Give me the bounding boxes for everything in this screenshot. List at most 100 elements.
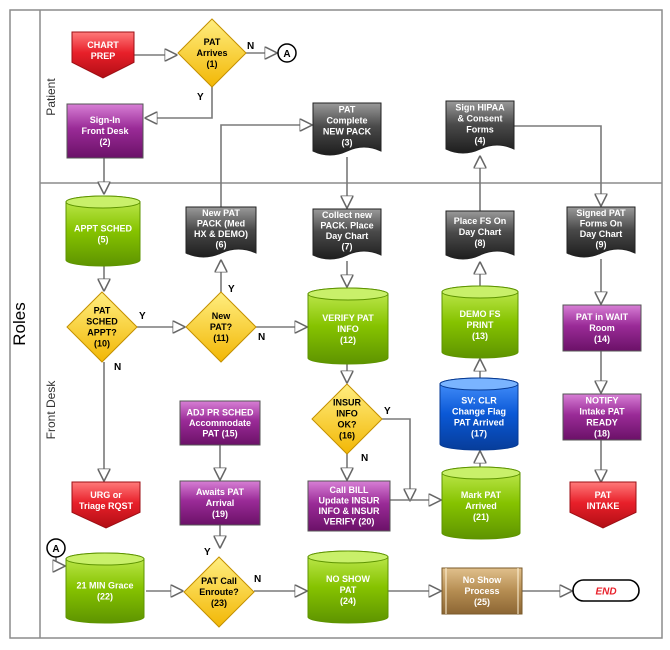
branch-label-no: N [258, 332, 265, 343]
branch-label-no: N [361, 453, 368, 464]
node-n6-line: PACK (Med [197, 219, 245, 229]
node-n6-line: New PAT [202, 208, 240, 218]
node-n8-line: Day Chart [459, 227, 502, 237]
node-n18-line: Intake PAT [579, 407, 625, 417]
node-n12-line: (12) [340, 335, 356, 345]
node-n24-line: PAT [340, 585, 357, 595]
end-terminator: END [572, 579, 640, 602]
connector-arrow [146, 87, 213, 118]
node-n19-line: Arrival [206, 498, 235, 508]
node-n14-line: PAT in WAIT [576, 312, 629, 322]
node-n22-line: (22) [97, 592, 113, 602]
node-n13-line: (13) [472, 331, 488, 341]
branch-label-no: N [114, 362, 121, 373]
branch-label-yes: Y [197, 92, 204, 103]
node-n9-line: Day Chart [580, 229, 623, 239]
node-n15-line: ADJ PR SCHED [186, 407, 254, 417]
node-pat-intake-line: INTAKE [587, 501, 620, 511]
end-label: END [595, 587, 616, 598]
node-n2-line: Front Desk [81, 126, 129, 136]
node-n15-line: Accommodate [189, 418, 251, 428]
node-n21-line: Arrived [465, 501, 497, 511]
node-n11-line: PAT? [210, 322, 232, 332]
node-n10-line: PAT [94, 306, 111, 316]
connector-a-bottom: A [46, 538, 66, 558]
node-n4-line: & Consent [458, 114, 503, 124]
branch-label-yes: Y [139, 311, 146, 322]
node-n5: APPT SCHED(5) [65, 195, 141, 267]
roles-label: Roles [10, 302, 29, 345]
node-n22: 21 MIN Grace(22) [65, 552, 145, 624]
node-n13-line: DEMO FS [459, 309, 500, 319]
branch-label-yes: Y [228, 284, 235, 295]
node-n20-line: VERIFY (20) [324, 517, 375, 527]
node-n18-line: NOTIFY [586, 396, 619, 406]
node-n14-line: (14) [594, 334, 610, 344]
node-n23-line: (23) [211, 598, 227, 608]
node-n23-line: PAT Call [201, 576, 237, 586]
branch-label-yes: Y [384, 406, 391, 417]
node-n24-line: (24) [340, 596, 356, 606]
node-n4-line: Forms [466, 125, 494, 135]
node-n2-line: Sign-In [90, 115, 121, 125]
node-n1-line: (1) [207, 59, 218, 69]
node-n16-line: INSUR [333, 398, 362, 408]
node-n12-line: INFO [337, 324, 359, 334]
node-n10-line: SCHED [86, 317, 118, 327]
node-n17-line: PAT Arrived [454, 418, 504, 428]
node-chart-prep-line: CHART [87, 40, 119, 50]
node-n10-line: (10) [94, 339, 110, 349]
node-n21-line: (21) [473, 512, 489, 522]
connector-arrow [514, 125, 601, 205]
connector-arrow [220, 125, 311, 207]
node-n6-line: (6) [216, 240, 227, 250]
node-n9-line: (9) [596, 240, 607, 250]
connector-a-top: A [277, 43, 297, 63]
node-n19-line: Awaits PAT [196, 487, 245, 497]
node-n20-line: Update INSUR [318, 496, 380, 506]
node-urg-line: URG or [90, 490, 122, 500]
node-n7-line: (7) [342, 242, 353, 252]
node-n16-line: INFO [336, 409, 358, 419]
connector-a-top-label: A [283, 49, 290, 60]
node-n7-line: Collect new [322, 210, 373, 220]
node-n20-line: INFO & INSUR [318, 506, 380, 516]
node-n8-line: (8) [475, 238, 486, 248]
node-n3-line: Complete [326, 116, 367, 126]
node-n23-line: Enroute? [199, 587, 239, 597]
connector-arrow [382, 418, 410, 500]
node-n24-line: NO SHOW [326, 574, 371, 584]
connector-a-bottom-label: A [52, 544, 59, 555]
node-n7-line: PACK. Place [320, 221, 373, 231]
branch-label-no: N [254, 574, 261, 585]
node-n1-line: PAT [204, 37, 221, 47]
node-n18-line: READY [586, 418, 618, 428]
node-n14-line: Room [589, 323, 615, 333]
node-n5-line: (5) [98, 235, 109, 245]
node-n13-line: PRINT [467, 320, 495, 330]
node-n15-line: PAT (15) [202, 428, 237, 438]
node-n8-line: Place FS On [454, 216, 507, 226]
node-n2-line: (2) [100, 137, 111, 147]
